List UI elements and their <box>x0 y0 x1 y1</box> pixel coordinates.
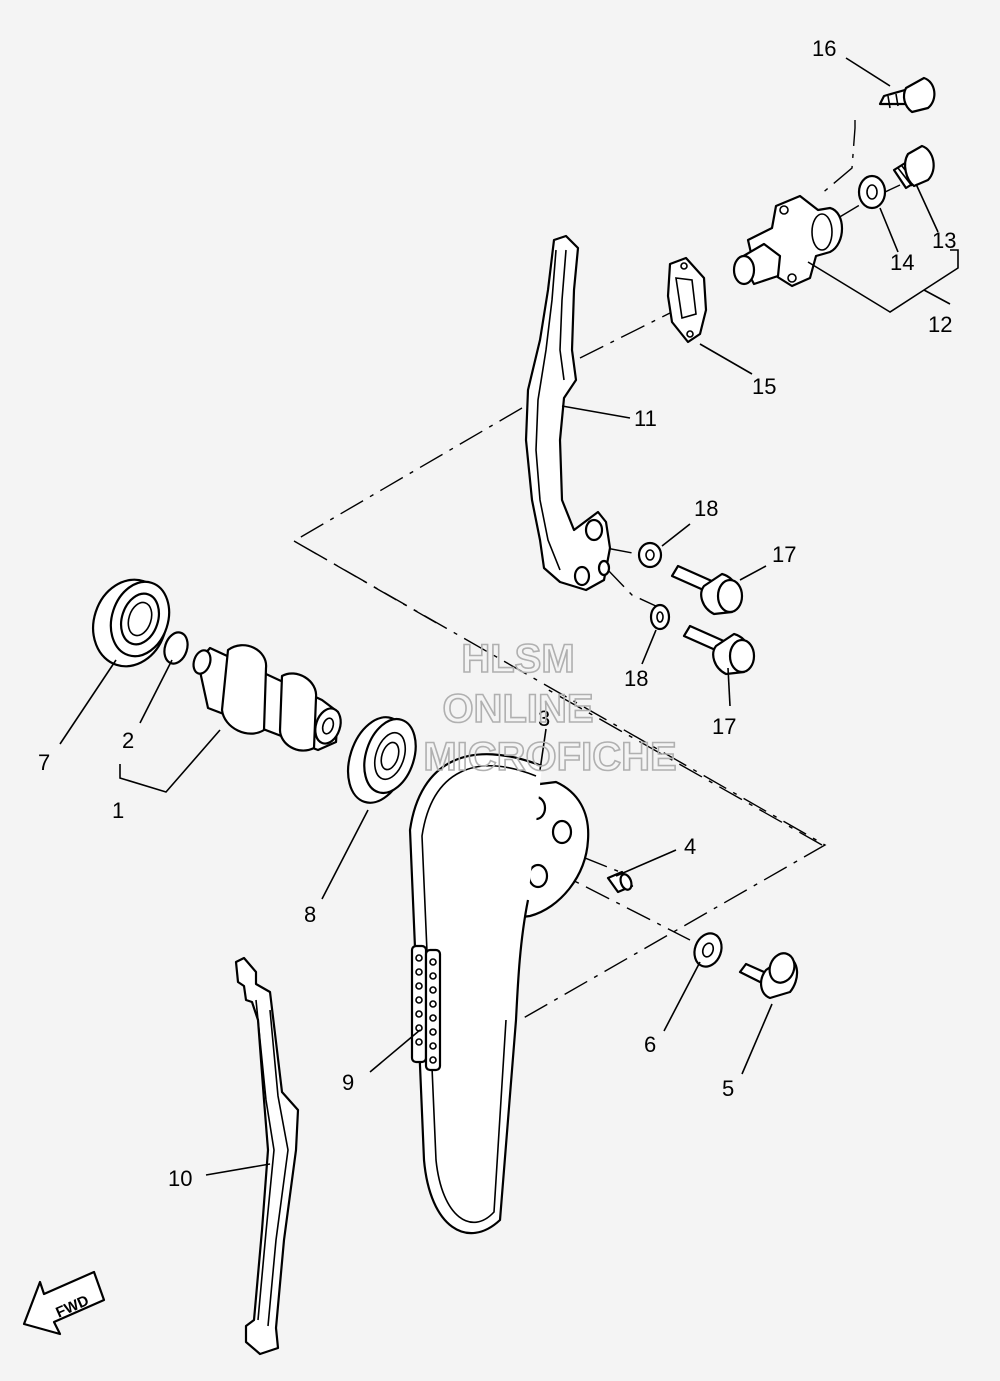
callout-5: 5 <box>722 1076 734 1101</box>
circlip <box>163 631 189 665</box>
callout-18-upper: 18 <box>694 496 718 521</box>
callout-12: 12 <box>928 312 952 337</box>
guide-bolt-upper <box>670 564 744 616</box>
tensioner-bolt <box>878 76 936 114</box>
watermark: HLSM ONLINE MICROFICHE <box>423 636 678 780</box>
sprocket-bolt <box>738 952 799 1000</box>
callout-9: 9 <box>342 1070 354 1095</box>
callout-14: 14 <box>890 250 914 275</box>
callout-15: 15 <box>752 374 776 399</box>
watermark-line-3: MICROFICHE <box>423 735 676 779</box>
washer-guide-lower <box>649 603 671 631</box>
tensioner-washer <box>857 174 887 210</box>
callout-2: 2 <box>122 728 134 753</box>
chain-tensioner <box>732 194 843 288</box>
callout-1: 1 <box>112 798 124 823</box>
callout-16: 16 <box>812 36 836 61</box>
bearing-right <box>347 716 417 804</box>
tensioner-gasket <box>666 256 708 344</box>
washer-sprocket <box>693 932 723 968</box>
leader-lines <box>59 57 959 1176</box>
callout-3: 3 <box>538 706 550 731</box>
washer-guide-upper <box>637 541 663 569</box>
reference-frame <box>292 407 827 1021</box>
tensioner-cap-bolt <box>892 144 935 190</box>
fwd-direction-indicator: FWD <box>22 1270 106 1336</box>
alignment-line-bolt-16 <box>819 120 856 196</box>
dowel-pin <box>606 870 634 894</box>
watermark-line-1: HLSM <box>461 637 574 681</box>
callout-18-lower: 18 <box>624 666 648 691</box>
guide-bolt-lower <box>682 624 756 676</box>
callout-7: 7 <box>38 750 50 775</box>
cam-chain <box>408 753 543 1235</box>
watermark-line-2: ONLINE <box>442 687 593 731</box>
callout-10: 10 <box>168 1166 192 1191</box>
bearing-left <box>92 578 171 668</box>
chain-guide-lower <box>234 956 300 1356</box>
alignment-line-tensioner <box>579 307 681 359</box>
callout-8: 8 <box>304 902 316 927</box>
callout-4: 4 <box>684 834 696 859</box>
callout-11: 11 <box>634 406 657 431</box>
callout-17-lower: 17 <box>712 714 736 739</box>
camshaft <box>192 644 342 752</box>
chain-guide-upper <box>524 234 612 592</box>
callout-6: 6 <box>644 1032 656 1057</box>
callout-13: 13 <box>932 228 956 253</box>
callout-17-upper: 17 <box>772 542 796 567</box>
